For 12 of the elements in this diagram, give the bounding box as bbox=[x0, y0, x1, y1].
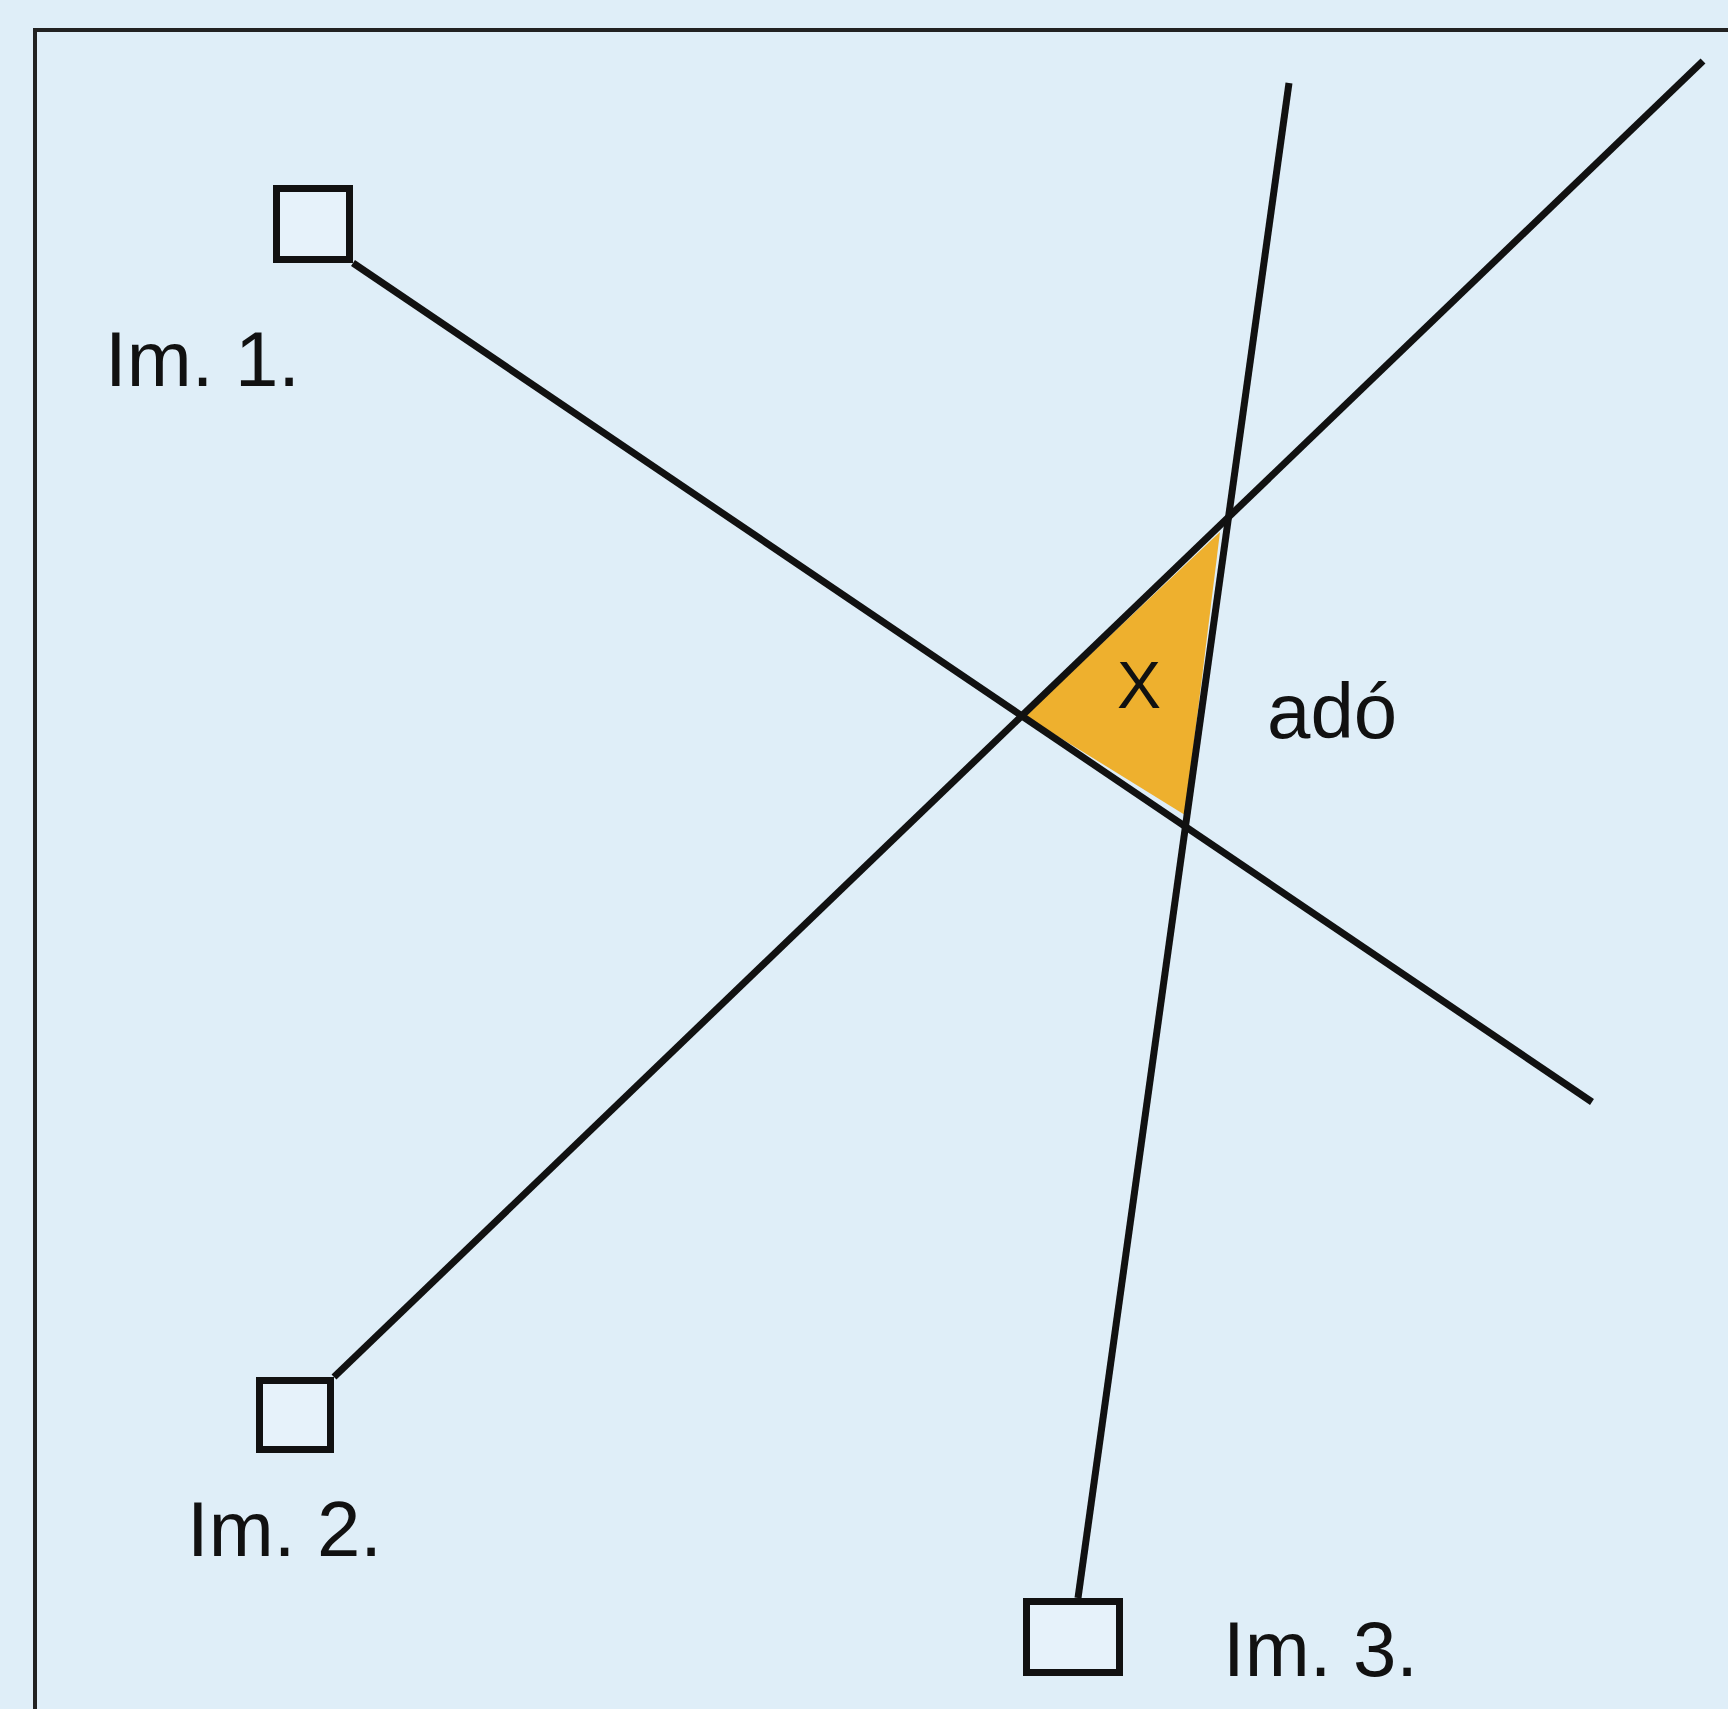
bearing-line bbox=[1074, 82, 1293, 1599]
station-label: Im. 3. bbox=[1223, 1610, 1419, 1688]
square-marker bbox=[256, 1377, 334, 1453]
station-label: Im. 2. bbox=[187, 1490, 383, 1568]
square-marker bbox=[1023, 1598, 1123, 1676]
station-label: Im. 1. bbox=[105, 320, 301, 398]
text-label: adó bbox=[1267, 672, 1398, 750]
square-marker bbox=[273, 185, 353, 263]
bearing-line bbox=[351, 260, 1594, 1105]
bearing-line bbox=[331, 58, 1706, 1380]
region-label: X bbox=[1117, 652, 1162, 718]
shaded-triangle bbox=[1025, 532, 1221, 816]
